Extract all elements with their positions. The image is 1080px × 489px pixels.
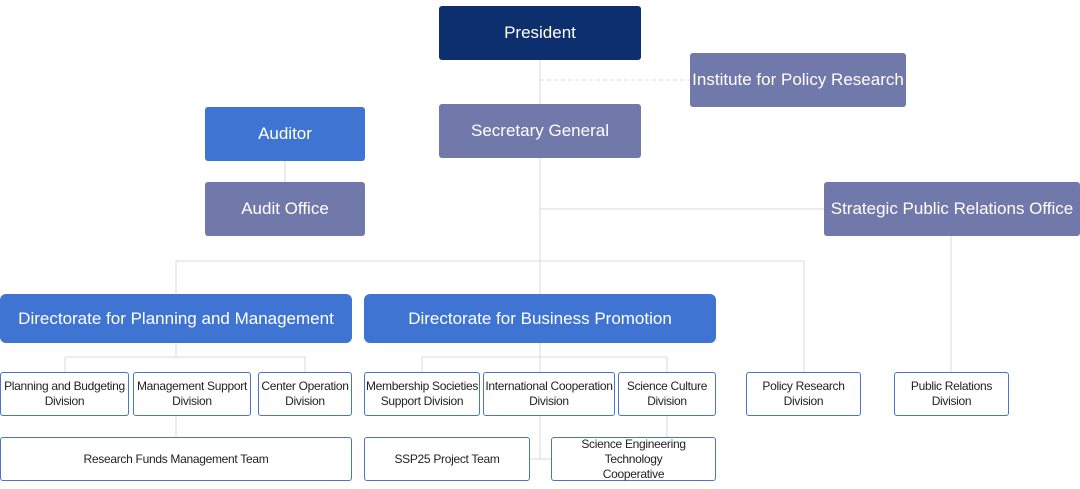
management-support-division-box[interactable]: Management Support Division <box>133 372 251 416</box>
public-relations-division-box[interactable]: Public Relations Division <box>894 372 1009 416</box>
institute-label: Institute for Policy Research <box>692 70 904 89</box>
science-culture-label: Science Culture Division <box>626 379 708 408</box>
science-engineering-label: Science Engineering Technology Cooperati… <box>581 436 686 481</box>
center-operation-division-box[interactable]: Center Operation Division <box>258 372 352 416</box>
auditor-label: Auditor <box>258 124 312 143</box>
research-funds-label: Research Funds Management Team <box>83 451 269 466</box>
directorate-planning-label: Directorate for Planning and Management <box>18 308 334 328</box>
management-support-label: Management Support Division <box>136 379 247 408</box>
science-engineering-cooperative-box[interactable]: Science Engineering Technology Cooperati… <box>551 437 716 481</box>
international-cooperation-division-box[interactable]: International Cooperation Division <box>483 372 615 416</box>
policy-research-division-box[interactable]: Policy Research Division <box>746 372 861 416</box>
membership-societies-division-box[interactable]: Membership Societies Support Division <box>364 372 480 416</box>
center-operation-label: Center Operation Division <box>261 379 349 408</box>
audit-office-box[interactable]: Audit Office <box>205 182 365 236</box>
directorate-planning-box[interactable]: Directorate for Planning and Management <box>0 294 352 343</box>
international-cooperation-label: International Cooperation Division <box>485 379 613 408</box>
ssp25-project-team-box[interactable]: SSP25 Project Team <box>364 437 530 481</box>
audit-office-label: Audit Office <box>241 199 329 218</box>
strategic-pr-office-box[interactable]: Strategic Public Relations Office <box>824 182 1080 236</box>
planning-budgeting-label: Planning and Budgeting Division <box>4 379 125 408</box>
auditor-box[interactable]: Auditor <box>205 107 365 161</box>
president-label: President <box>504 23 576 42</box>
membership-societies-label: Membership Societies Support Division <box>365 379 479 408</box>
secretary-general-label: Secretary General <box>471 121 609 140</box>
institute-policy-research-box[interactable]: Institute for Policy Research <box>690 53 906 107</box>
science-culture-division-box[interactable]: Science Culture Division <box>618 372 716 416</box>
strategic-pr-office-label: Strategic Public Relations Office <box>830 199 1074 218</box>
president-box[interactable]: President <box>439 6 641 60</box>
policy-research-label: Policy Research Division <box>762 379 845 408</box>
public-relations-label: Public Relations Division <box>910 379 993 408</box>
planning-budgeting-division-box[interactable]: Planning and Budgeting Division <box>0 372 129 416</box>
directorate-business-box[interactable]: Directorate for Business Promotion <box>364 294 716 343</box>
research-funds-team-box[interactable]: Research Funds Management Team <box>0 437 352 481</box>
ssp25-label: SSP25 Project Team <box>394 451 500 466</box>
secretary-general-box[interactable]: Secretary General <box>439 104 641 158</box>
directorate-business-label: Directorate for Business Promotion <box>408 308 672 328</box>
